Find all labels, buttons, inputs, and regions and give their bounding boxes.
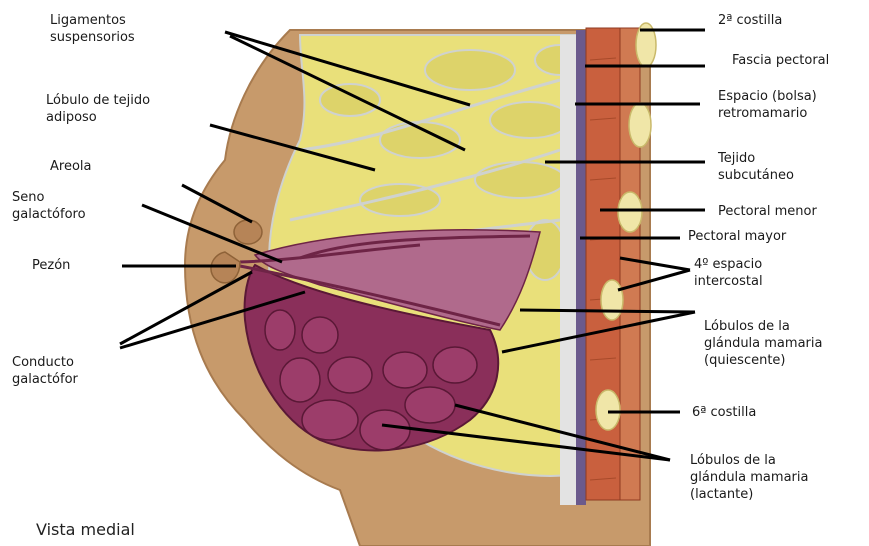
areola-shape (234, 220, 262, 244)
label-line: Lóbulos de la (704, 318, 822, 335)
view-caption: Vista medial (36, 520, 135, 539)
label-line: Tejido (718, 150, 794, 167)
label-line: Pectoral menor (718, 203, 817, 220)
pectoralis-minor (620, 28, 640, 500)
label-line: (quiescente) (704, 352, 822, 369)
label-line: subcutáneo (718, 167, 794, 184)
label-conducto-galactoforo: Conducto galactófor (12, 354, 78, 388)
pectoral-fascia (576, 30, 586, 505)
label-line: Seno (12, 189, 86, 206)
label-line: Espacio (bolsa) (718, 88, 817, 105)
rib-6 (596, 390, 620, 430)
label-line: Ligamentos (50, 12, 135, 29)
label-line: Lóbulo de tejido (46, 92, 150, 109)
pectoralis-major (586, 28, 620, 500)
label-4o-espacio-intercostal: 4º espacio intercostal (694, 256, 763, 290)
label-line: Fascia pectoral (732, 52, 829, 69)
label-pectoral-mayor: Pectoral mayor (688, 228, 786, 245)
label-lobulos-quiescente: Lóbulos de la glándula mamaria (quiescen… (704, 318, 822, 369)
label-line: 4º espacio (694, 256, 763, 273)
label-lobulo-adiposo: Lóbulo de tejido adiposo (46, 92, 150, 126)
label-line: Conducto (12, 354, 78, 371)
label-6a-costilla: 6ª costilla (692, 404, 756, 421)
label-seno-galactoforo: Seno galactóforo (12, 189, 86, 223)
label-pectoral-menor: Pectoral menor (718, 203, 817, 220)
label-line: suspensorios (50, 29, 135, 46)
label-line: Pezón (32, 257, 70, 274)
label-lobulos-lactante: Lóbulos de la glándula mamaria (lactante… (690, 452, 808, 503)
label-line: galactóforo (12, 206, 86, 223)
label-tejido-subcutaneo: Tejido subcutáneo (718, 150, 794, 184)
label-line: Lóbulos de la (690, 452, 808, 469)
rib-5 (601, 280, 623, 320)
label-line: glándula mamaria (704, 335, 822, 352)
label-fascia-pectoral: Fascia pectoral (732, 52, 829, 69)
label-line: Pectoral mayor (688, 228, 786, 245)
label-2a-costilla: 2ª costilla (718, 12, 782, 29)
label-areola: Areola (50, 158, 91, 175)
rib-4 (618, 192, 642, 232)
label-ligamentos-suspensorios: Ligamentos suspensorios (50, 12, 135, 46)
label-pezon: Pezón (32, 257, 70, 274)
label-line: retromamario (718, 105, 817, 122)
label-line: Areola (50, 158, 91, 175)
label-line: 6ª costilla (692, 404, 756, 421)
label-line: 2ª costilla (718, 12, 782, 29)
label-line: (lactante) (690, 486, 808, 503)
label-line: galactófor (12, 371, 78, 388)
label-line: adiposo (46, 109, 150, 126)
label-espacio-retromamario: Espacio (bolsa) retromamario (718, 88, 817, 122)
rib-3 (629, 103, 651, 147)
label-line: intercostal (694, 273, 763, 290)
label-line: glándula mamaria (690, 469, 808, 486)
